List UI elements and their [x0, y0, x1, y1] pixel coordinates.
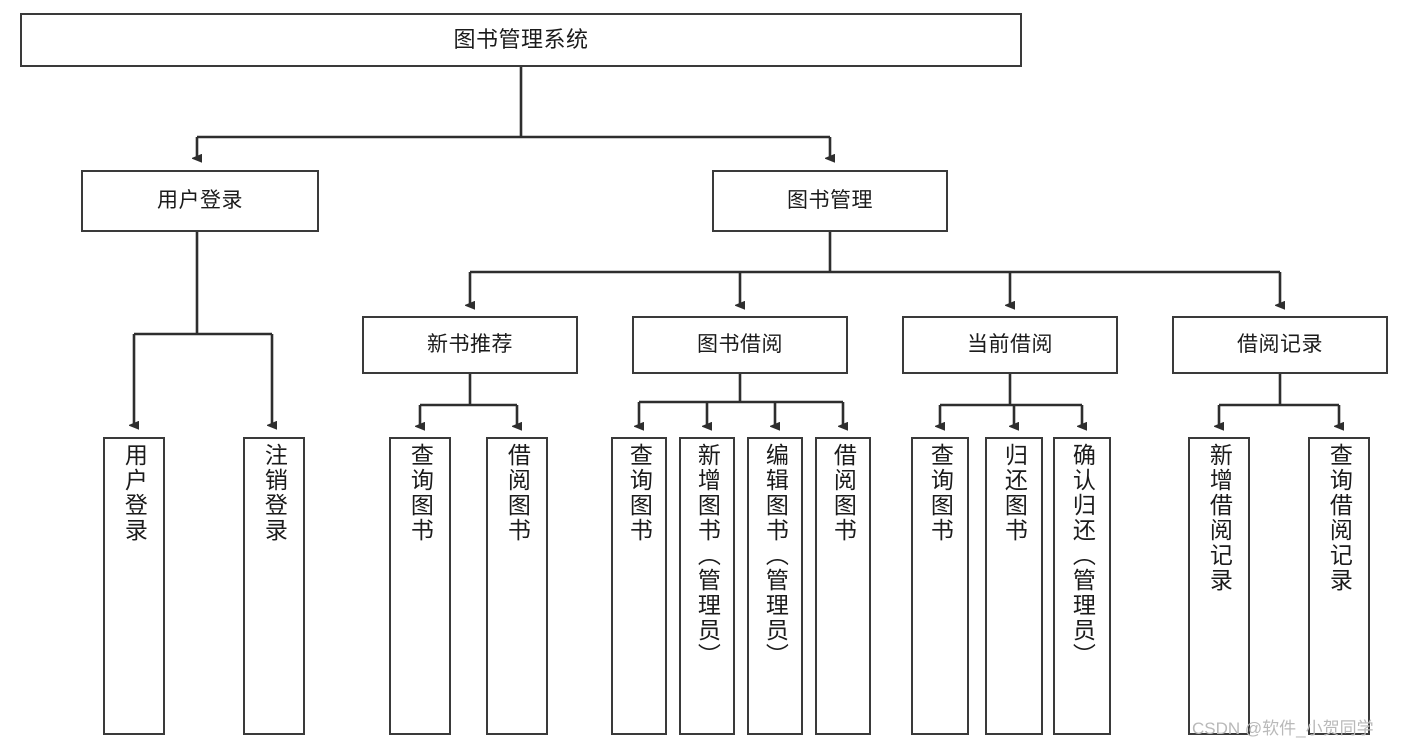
leaf-query-borrow-record[interactable]: 查询借阅记录	[1308, 437, 1370, 735]
leaf-query-book-borrow[interactable]: 查询图书	[611, 437, 667, 735]
node-root-system[interactable]: 图书管理系统	[20, 13, 1022, 67]
node-label: 图书管理	[787, 188, 873, 212]
node-book-borrow[interactable]: 图书借阅	[632, 316, 848, 374]
node-label: 借阅图书	[830, 443, 857, 543]
leaf-return-book[interactable]: 归还图书	[985, 437, 1043, 735]
leaf-borrow-book[interactable]: 借阅图书	[815, 437, 871, 735]
leaf-logout[interactable]: 注销登录	[243, 437, 305, 735]
leaf-add-borrow-record[interactable]: 新增借阅记录	[1188, 437, 1250, 735]
node-label: 图书借阅	[697, 332, 783, 356]
node-label: 编辑图书（管理员）	[762, 443, 789, 668]
leaf-confirm-return-admin[interactable]: 确认归还（管理员）	[1053, 437, 1111, 735]
node-label: 借阅图书	[504, 443, 531, 543]
leaf-query-book-recommend[interactable]: 查询图书	[389, 437, 451, 735]
node-label: 当前借阅	[967, 332, 1053, 356]
leaf-query-book-current[interactable]: 查询图书	[911, 437, 969, 735]
leaf-user-login[interactable]: 用户登录	[103, 437, 165, 735]
node-label: 新增图书（管理员）	[694, 443, 721, 668]
node-label: 查询借阅记录	[1326, 443, 1353, 593]
leaf-add-book-admin[interactable]: 新增图书（管理员）	[679, 437, 735, 735]
node-label: 查询图书	[927, 443, 954, 543]
node-label: 确认归还（管理员）	[1069, 443, 1096, 668]
node-label: 新增借阅记录	[1206, 443, 1233, 593]
leaf-borrow-book-recommend[interactable]: 借阅图书	[486, 437, 548, 735]
node-label: 注销登录	[261, 443, 288, 543]
node-label: 用户登录	[157, 188, 243, 212]
watermark-text: CSDN @软件_小贺同学	[1192, 719, 1374, 738]
node-label: 新书推荐	[427, 332, 513, 356]
leaf-edit-book-admin[interactable]: 编辑图书（管理员）	[747, 437, 803, 735]
node-label: 图书管理系统	[453, 27, 589, 53]
node-borrow-record[interactable]: 借阅记录	[1172, 316, 1388, 374]
node-book-management[interactable]: 图书管理	[712, 170, 948, 232]
node-user-login[interactable]: 用户登录	[81, 170, 319, 232]
node-label: 归还图书	[1001, 443, 1028, 543]
node-new-book-recommend[interactable]: 新书推荐	[362, 316, 578, 374]
node-label: 借阅记录	[1237, 332, 1323, 356]
node-current-borrow[interactable]: 当前借阅	[902, 316, 1118, 374]
node-label: 用户登录	[121, 443, 148, 543]
node-label: 查询图书	[407, 443, 434, 543]
node-label: 查询图书	[626, 443, 653, 543]
